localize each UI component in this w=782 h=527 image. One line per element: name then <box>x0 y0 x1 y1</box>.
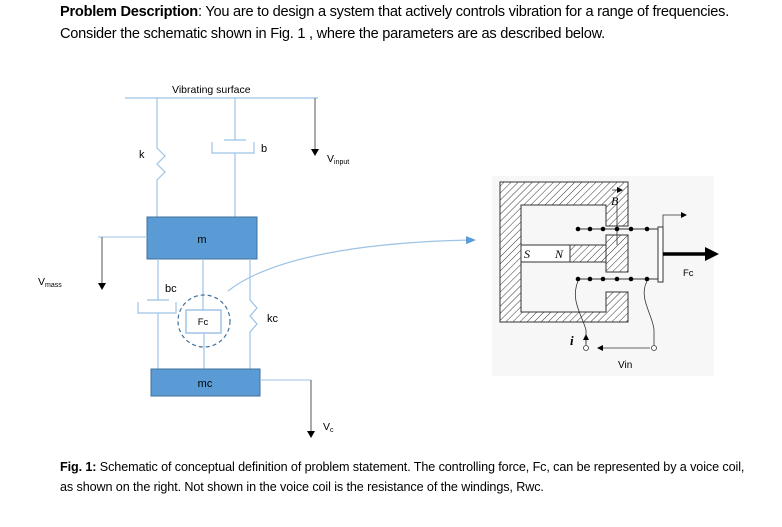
v-c-arrowhead <box>307 431 315 438</box>
v-input-arrowhead <box>311 149 319 156</box>
v-mass-label: Vmass <box>38 276 62 289</box>
v-input-label: Vinput <box>327 153 349 166</box>
v-mass-arrowhead <box>98 283 106 290</box>
voice-coil-diagram: S N B Fc i <box>492 176 719 376</box>
actuator-fc-label: Fc <box>198 317 209 328</box>
lead-wire-left <box>574 280 587 345</box>
problem-heading: Problem Description <box>60 4 198 20</box>
coil-winding-bottom <box>575 276 660 282</box>
damper-bc-label: bc <box>165 283 177 295</box>
zoom-connector-arrow <box>227 236 476 292</box>
damper-bc <box>137 259 177 369</box>
spring-kc-label: kc <box>267 313 279 325</box>
vibrating-surface-label: Vibrating surface <box>172 84 251 96</box>
mass-mc-label: mc <box>198 378 213 390</box>
figure-caption-label: Fig. 1: <box>60 460 97 474</box>
magnet-n-label: N <box>554 247 564 261</box>
terminal-right <box>651 345 657 351</box>
current-i-label: i <box>570 333 574 348</box>
voltage-vin-label: Vin <box>618 360 632 371</box>
force-fc-label: Fc <box>683 268 694 279</box>
mass-mc-block <box>150 368 261 397</box>
mass-m-block <box>146 216 258 260</box>
spring-kc <box>249 259 258 369</box>
actuator-highlight-circle <box>177 294 231 348</box>
terminal-left <box>583 345 589 351</box>
voice-coil-background <box>492 176 714 376</box>
mass-m-label: m <box>197 234 206 246</box>
figure-caption-text: Schematic of conceptual definition of pr… <box>60 460 745 494</box>
force-arrowhead <box>705 247 719 261</box>
center-pole <box>569 244 607 263</box>
permanent-magnet <box>520 244 571 263</box>
damper-b-label: b <box>261 143 267 155</box>
v-c-label: Vc <box>323 421 334 434</box>
spring-k <box>156 98 166 217</box>
damper-b <box>211 98 255 217</box>
problem-text: You are to design a system that actively… <box>60 4 729 42</box>
motion-arrow <box>662 212 687 227</box>
magnet-s-label: S <box>524 247 530 261</box>
b-field-label: B <box>611 194 619 208</box>
figure-caption: Fig. 1: Schematic of conceptual definiti… <box>60 457 750 497</box>
lead-wire-right <box>643 280 655 345</box>
spring-k-label: k <box>139 149 145 161</box>
coil-winding-top <box>575 226 660 232</box>
mechanical-schematic: Vibrating surface k b Vinput m Vmass <box>38 84 476 438</box>
coil-former <box>657 226 664 283</box>
problem-description: Problem Description: You are to design a… <box>60 2 740 45</box>
problem-separator: : <box>197 4 202 20</box>
